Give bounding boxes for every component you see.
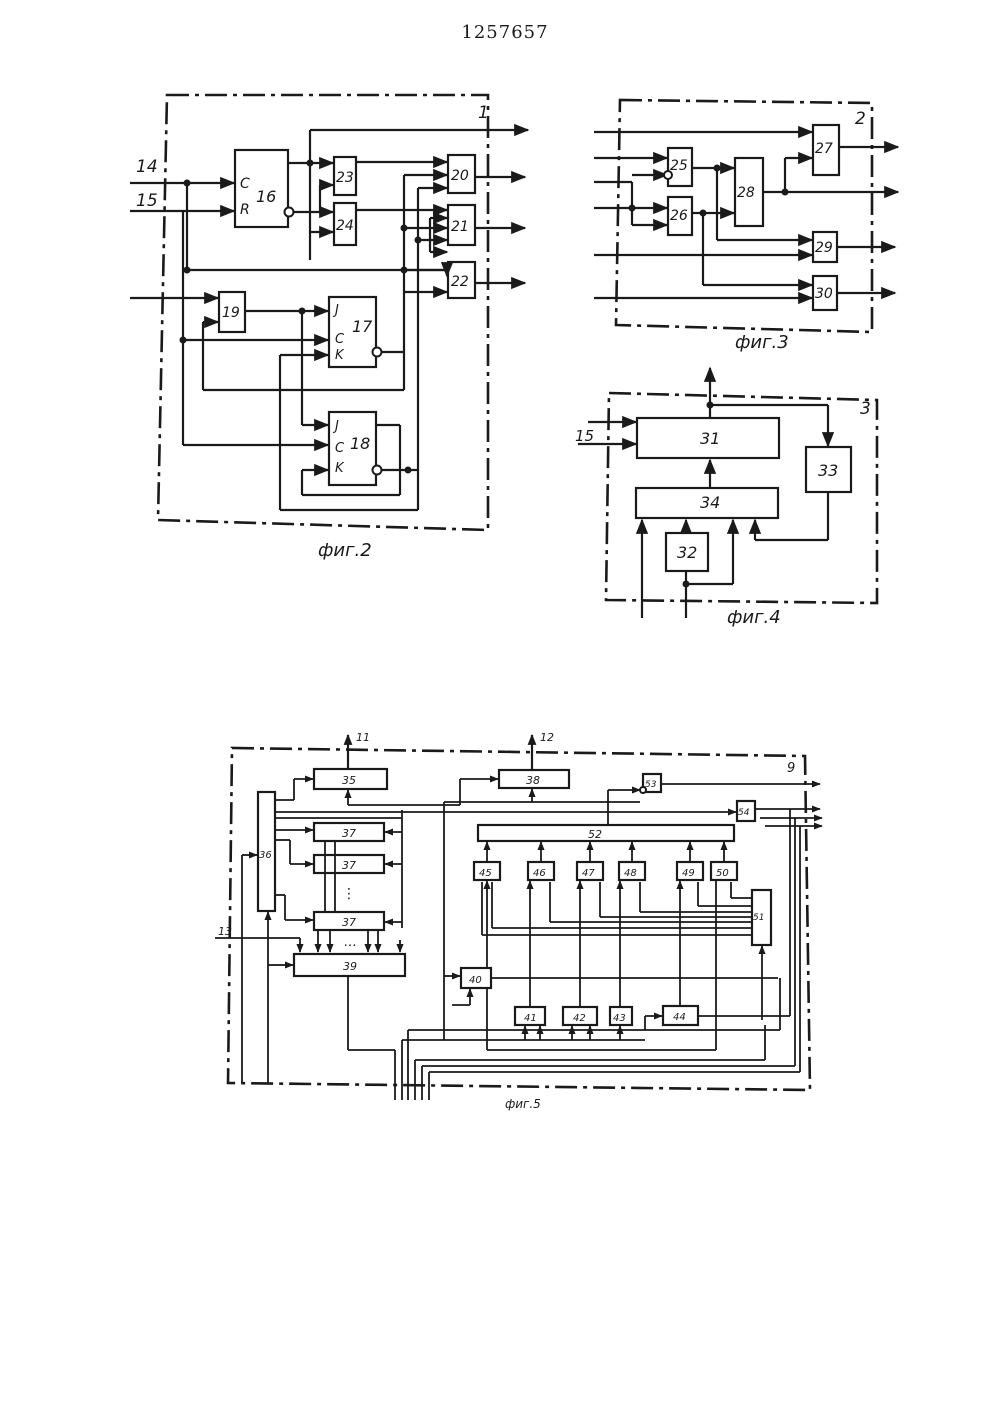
fig2-block-18-label: 18	[350, 434, 370, 453]
fig2-block-16-r: R	[240, 202, 250, 218]
fig5-caption: фиг.5	[505, 1097, 541, 1111]
fig5-block-48-label: 48	[624, 868, 637, 879]
fig5-block-49-label: 49	[682, 868, 695, 879]
fig5-block-53-label: 53	[645, 780, 657, 790]
fig5-block-37-second-label: 37	[342, 859, 356, 872]
fig4-block-33-label: 33	[818, 461, 838, 480]
fig2-block-17-k: K	[335, 348, 345, 363]
fig2-block-19-label: 19	[222, 305, 240, 321]
fig5-output-12: 12	[540, 731, 554, 744]
fig3-block-26-label: 26	[670, 208, 688, 224]
fig2-block-17-label: 17	[352, 317, 373, 336]
fig5-block-51-label: 51	[753, 913, 764, 923]
fig4-frame-label: 3	[860, 399, 871, 419]
fig5-block-41-label: 41	[524, 1013, 537, 1024]
fig2-frame	[158, 95, 488, 530]
fig5-block-44-label: 44	[673, 1012, 686, 1023]
figure-2: 1 14 15 C R 16 23 24	[130, 95, 528, 561]
fig4-caption: фиг.4	[727, 607, 781, 628]
fig4-block-34-label: 34	[700, 493, 720, 512]
fig4-block-31-label: 31	[700, 429, 720, 448]
fig5-block-46-label: 46	[533, 868, 546, 879]
fig5-block-37-last-label: 37	[342, 916, 356, 929]
fig2-block-18-c: C	[335, 441, 345, 456]
fig2-frame-label: 1	[478, 103, 489, 123]
fig2-block-22-label: 22	[451, 274, 469, 290]
fig5-block-40-label: 40	[469, 975, 482, 986]
fig2-block-16-label: 16	[256, 187, 276, 206]
fig2-caption: фиг.2	[318, 540, 372, 561]
fig3-block-28-label: 28	[737, 185, 755, 201]
figure-3: 2 25 26 28 27 29	[594, 100, 898, 353]
fig2-block-17-c: C	[335, 332, 345, 347]
fig2-block-18-k: K	[335, 461, 345, 476]
fig3-block-27-label: 27	[815, 141, 833, 157]
fig5-ellipsis: …	[344, 935, 357, 950]
fig5-output-11: 11	[356, 731, 370, 744]
fig3-frame-label: 2	[855, 109, 866, 129]
fig5-block-37-first-label: 37	[342, 827, 356, 840]
fig3-block-30-label: 30	[815, 286, 833, 302]
fig5-input-13: 13	[218, 925, 232, 938]
fig5-block-39-label: 39	[343, 960, 357, 973]
fig2-block-21-label: 21	[451, 219, 469, 235]
fig5-frame-label: 9	[787, 761, 795, 776]
fig3-block-29-label: 29	[815, 240, 833, 256]
figure-5: 9 11 12 36 35 37 37 ⋮ 37	[215, 731, 822, 1111]
fig3-caption: фиг.3	[735, 332, 789, 353]
fig3-block-25-label: 25	[670, 158, 688, 174]
fig5-block-43-label: 43	[613, 1013, 626, 1024]
fig5-block-47-label: 47	[582, 868, 595, 879]
fig2-block-23-label: 23	[336, 170, 354, 186]
fig5-block-35-label: 35	[342, 774, 356, 787]
fig5-block-54-label: 54	[738, 808, 750, 818]
fig5-block-42-label: 42	[573, 1013, 586, 1024]
fig4-input-15: 15	[575, 427, 594, 445]
fig5-block-52	[478, 825, 734, 841]
fig5-block-45-label: 45	[479, 868, 492, 879]
fig5-block-52-label: 52	[588, 828, 602, 841]
fig2-input-14: 14	[136, 157, 158, 177]
fig2-block-16-c: C	[240, 176, 250, 192]
figure-4: 3 15 31 33 34 32 фиг.4	[575, 368, 877, 628]
fig2-block-24-label: 24	[336, 218, 354, 234]
patent-number: 1257657	[461, 22, 548, 43]
fig2-block-20-label: 20	[451, 168, 469, 184]
fig2-input-15: 15	[136, 191, 158, 211]
fig5-ellipsis-vertical: ⋮	[342, 886, 356, 902]
fig5-block-36-label: 36	[259, 850, 272, 861]
fig5-block-38-label: 38	[526, 774, 540, 787]
fig4-block-32-label: 32	[677, 543, 697, 562]
fig5-block-50-label: 50	[716, 868, 729, 879]
